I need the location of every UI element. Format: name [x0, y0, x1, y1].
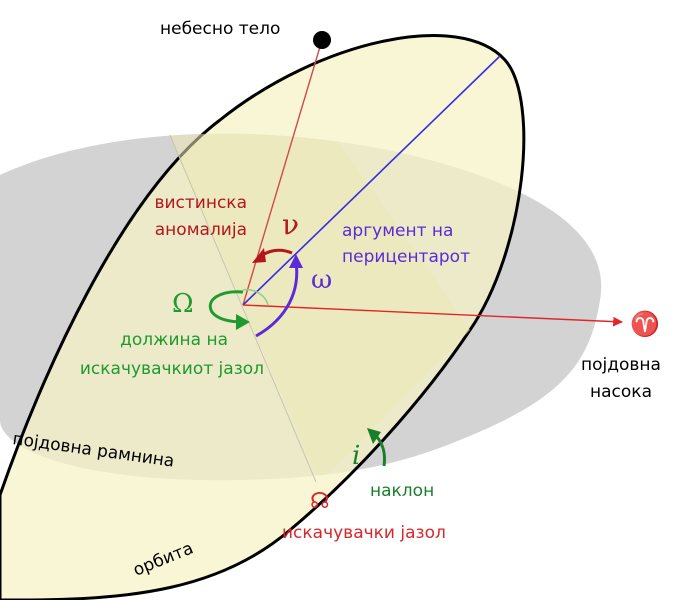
orbit-plane-overlap	[170, 133, 470, 481]
longitude-label-line1: должина на	[120, 330, 228, 350]
argument-of-periapsis-arc	[255, 261, 299, 338]
inclination-arrowhead	[367, 428, 381, 444]
longitude-arc-light	[242, 288, 269, 306]
aries-symbol: ♈	[630, 310, 660, 338]
reference-direction-label-line2: насока	[590, 382, 652, 402]
longitude-label-line2: искачувачкиот јазол	[80, 359, 264, 379]
true-anomaly-arrowhead	[252, 248, 266, 263]
omega-symbol: ω	[311, 265, 332, 295]
celestial-body-label: небесно тело	[160, 19, 280, 39]
inclination-label: наклон	[370, 481, 434, 501]
Omega-symbol: Ω	[172, 289, 194, 319]
reference-direction-line	[242, 304, 623, 327]
periapsis-line	[242, 55, 501, 306]
argument-label-line1: аргумент на	[342, 221, 453, 241]
argument-arrowhead	[289, 254, 303, 268]
ascending-node-label: искачувачки јазол	[282, 523, 446, 543]
ascending-node-symbol: ☊	[310, 489, 330, 514]
longitude-arrowhead	[236, 314, 250, 330]
true-anomaly-label-line1: вистинска	[154, 193, 247, 213]
true-anomaly-label-line2: аномалија	[155, 220, 247, 240]
reference-direction-label-line1: појдовна	[581, 355, 661, 375]
argument-label-line2: перицентарот	[342, 247, 470, 267]
nu-symbol: ν	[282, 208, 299, 241]
i-symbol: i	[352, 441, 360, 471]
celestial-body-dot	[313, 31, 331, 49]
line-of-nodes	[169, 134, 317, 483]
longitude-of-node-arc	[208, 290, 245, 324]
